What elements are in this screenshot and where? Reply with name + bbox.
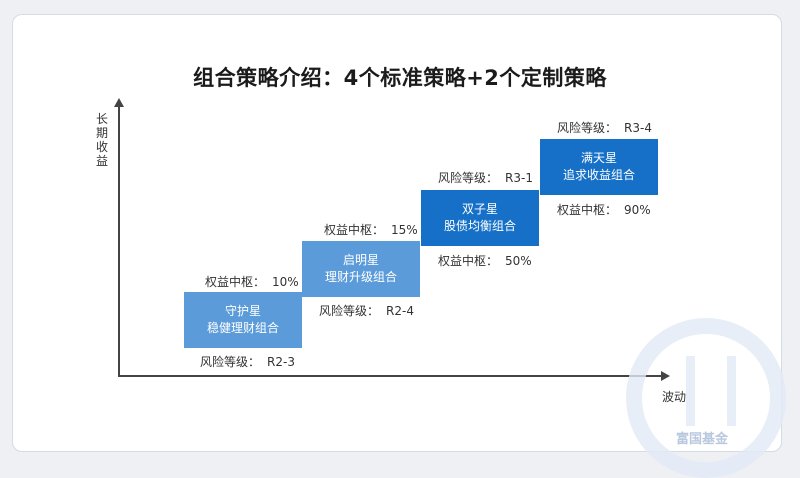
risk-note-3: 风险等级：R3-1 xyxy=(438,171,533,185)
risk-label: 风险等级 xyxy=(200,355,249,369)
return-label: 权益中枢 xyxy=(324,223,373,237)
strategy-name: 满天星 xyxy=(580,151,617,165)
strategy-box-3: 双子星 股债均衡组合 xyxy=(421,190,539,246)
y-axis-label: 长期收益 xyxy=(95,112,108,168)
risk-value: R3-1 xyxy=(505,171,533,185)
risk-value: R3-4 xyxy=(624,121,652,135)
diagram-title: 组合策略介绍：4个标准策略+2个定制策略 xyxy=(193,66,607,90)
y-axis-arrow-icon xyxy=(114,98,124,107)
return-note-4: 权益中枢：90% xyxy=(557,203,651,217)
return-value: 15% xyxy=(391,223,418,237)
risk-value: R2-3 xyxy=(267,355,295,369)
watermark-text: 富国基金 xyxy=(676,432,729,447)
risk-label: 风险等级 xyxy=(319,304,368,318)
return-note-2: 权益中枢：15% xyxy=(324,223,418,237)
strategy-desc: 股债均衡组合 xyxy=(443,219,516,233)
strategy-box-1: 守护星 稳健理财组合 xyxy=(184,292,302,348)
y-axis-line xyxy=(118,104,120,376)
return-label: 权益中枢 xyxy=(205,275,254,289)
risk-note-1: 风险等级：R2-3 xyxy=(200,355,295,369)
risk-label: 风险等级 xyxy=(557,121,606,135)
strategy-desc: 理财升级组合 xyxy=(324,270,397,284)
return-label: 权益中枢 xyxy=(557,203,606,217)
return-value: 50% xyxy=(505,254,532,268)
strategy-desc: 稳健理财组合 xyxy=(206,321,279,335)
risk-value: R2-4 xyxy=(386,304,414,318)
strategy-name: 双子星 xyxy=(461,202,498,216)
return-value: 90% xyxy=(624,203,651,217)
strategy-name: 守护星 xyxy=(224,304,261,318)
risk-note-2: 风险等级：R2-4 xyxy=(319,304,414,318)
strategy-box-2: 启明星 理财升级组合 xyxy=(302,241,420,297)
strategy-desc: 追求收益组合 xyxy=(562,168,635,182)
strategy-box-4: 满天星 追求收益组合 xyxy=(540,139,658,195)
return-value: 10% xyxy=(272,275,299,289)
x-axis-line xyxy=(118,375,663,377)
strategy-name: 启明星 xyxy=(342,253,379,267)
return-label: 权益中枢 xyxy=(438,254,487,268)
risk-note-4: 风险等级：R3-4 xyxy=(557,121,652,135)
return-note-3: 权益中枢：50% xyxy=(438,254,532,268)
watermark-logo-inner-icon xyxy=(686,356,736,426)
return-note-1: 权益中枢：10% xyxy=(205,275,299,289)
risk-label: 风险等级 xyxy=(438,171,487,185)
